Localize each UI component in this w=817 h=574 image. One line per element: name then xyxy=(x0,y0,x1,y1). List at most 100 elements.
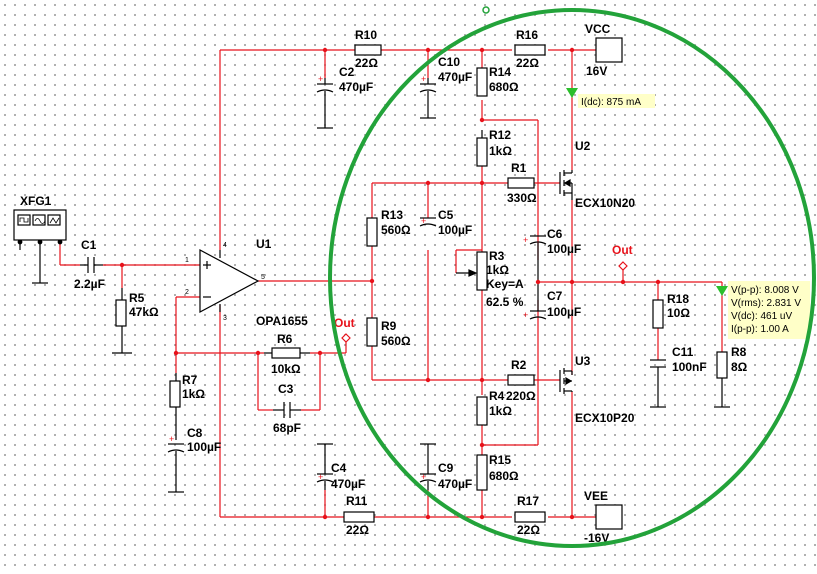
label-c5-name: C5 xyxy=(438,208,454,222)
probe-box[interactable] xyxy=(578,94,655,108)
resistor-r1 xyxy=(507,177,535,189)
label-r14-value: 680Ω xyxy=(489,80,519,94)
probe-output: V(p-p): 8.008 V V(rms): 2.831 V V(dc): 4… xyxy=(716,281,810,339)
label-c2-value: 470µF xyxy=(339,80,373,94)
probe-vcc-current-text: I(dc): 875 mA xyxy=(581,97,641,108)
label-c2-name: C2 xyxy=(339,65,355,79)
probe-output-line-3: V(dc): 461 uV xyxy=(731,311,792,322)
svg-text:+: + xyxy=(421,472,426,482)
capacitor-c4 xyxy=(316,443,334,490)
label-u3-part: ECX10P20 xyxy=(575,411,635,425)
capacitor-c5 xyxy=(419,217,437,227)
resistor-r2 xyxy=(507,374,535,386)
label-r3-setting: 62.5 % xyxy=(486,295,524,309)
label-r1-value: 330Ω xyxy=(507,191,537,205)
net-label-out-left: Out xyxy=(334,316,355,330)
probe-box[interactable] xyxy=(728,281,810,339)
capacitor-c10 xyxy=(419,78,437,119)
net-label-out-right: Out xyxy=(612,243,633,257)
resistor-r8 xyxy=(714,351,730,408)
label-r4-name: R4 xyxy=(489,389,505,403)
label-r5-value: 47kΩ xyxy=(129,305,159,319)
label-c8-name: C8 xyxy=(187,426,203,440)
capacitor-c7 xyxy=(529,282,547,320)
probe-output-line-1: V(p-p): 8.008 V xyxy=(731,285,799,296)
label-r4-value: 220Ω xyxy=(506,389,536,403)
label-u1-name: U1 xyxy=(256,237,272,251)
label-u3-name: U3 xyxy=(575,354,591,368)
net-out-marker-right xyxy=(618,261,628,271)
label-r3-name: R3 xyxy=(489,249,505,263)
label-u1-part: OPA1655 xyxy=(256,314,308,328)
label-c6-value: 100µF xyxy=(547,242,581,256)
resistor-r15 xyxy=(476,454,488,491)
label-c10-value: 470µF xyxy=(438,70,472,84)
label-u1-pin3: 3 xyxy=(223,315,227,322)
label-c4-value: 470µF xyxy=(331,477,365,491)
label-r12-name: R12 xyxy=(489,128,511,142)
label-c5-value: 100µF xyxy=(438,223,472,237)
label-r16-value: 22Ω xyxy=(516,56,539,70)
resistor-r17 xyxy=(514,511,546,523)
opamp-u1 xyxy=(199,248,260,314)
component-labels: XFG1 C1 2.2µF R5 47kΩ U1 OPA1655 1 2 3 4… xyxy=(20,22,748,545)
label-c3-value: 68pF xyxy=(273,421,301,435)
capacitor-c8 xyxy=(167,443,185,493)
label-c9-name: C9 xyxy=(438,461,454,475)
label-c1-name: C1 xyxy=(81,238,97,252)
label-r5-name: R5 xyxy=(129,291,145,305)
label-c7-name: C7 xyxy=(547,289,563,303)
label-r9-name: R9 xyxy=(381,319,397,333)
label-c10-name: C10 xyxy=(438,55,460,69)
svg-text:+: + xyxy=(318,74,323,84)
label-r16-name: R16 xyxy=(516,28,538,42)
probe-arrow-icon xyxy=(716,286,728,296)
label-r3-key: Key=A xyxy=(486,277,524,291)
label-r13-name: R13 xyxy=(381,208,403,222)
capacitor-c6 xyxy=(529,235,547,282)
label-r10-value: 22Ω xyxy=(355,56,378,70)
capacitor-c1 xyxy=(80,257,103,273)
label-r13-value: 560Ω xyxy=(381,223,411,237)
label-vcc-name: VCC xyxy=(585,22,611,36)
label-r18-value: 10Ω xyxy=(667,306,690,320)
label-c11-value: 100nF xyxy=(672,360,707,374)
label-r17-name: R17 xyxy=(517,494,539,508)
label-r7-name: R7 xyxy=(182,373,198,387)
label-r4-value-2: 1kΩ xyxy=(489,404,512,418)
label-r15-value: 680Ω xyxy=(489,469,519,483)
label-xfg1: XFG1 xyxy=(20,194,52,208)
highlight-handle[interactable] xyxy=(482,6,490,14)
svg-text:+: + xyxy=(523,235,528,245)
resistor-r7 xyxy=(169,373,181,440)
label-vcc-value: 16V xyxy=(586,64,607,78)
label-c7-value: 100µF xyxy=(547,305,581,319)
label-u1-pin2: 2 xyxy=(185,289,189,296)
probe-arrow-icon xyxy=(566,88,578,98)
resistor-r10 xyxy=(354,44,382,56)
label-r11-name: R11 xyxy=(346,494,368,508)
resistor-r12 xyxy=(476,130,488,167)
label-r6-value: 10kΩ xyxy=(271,362,301,376)
label-u1-pin5: 5 xyxy=(261,274,265,281)
label-c8-value: 100µF xyxy=(187,440,221,454)
svg-text:+: + xyxy=(169,434,174,444)
label-u2-part: ECX10N20 xyxy=(575,196,635,210)
label-vee-name: VEE xyxy=(584,489,608,503)
capacitor-c9 xyxy=(419,443,437,490)
label-c1-value: 2.2µF xyxy=(74,277,105,291)
mosfet-u3 xyxy=(559,368,573,394)
label-u2-name: U2 xyxy=(575,139,591,153)
vee-source xyxy=(595,504,623,530)
svg-text:+: + xyxy=(318,472,323,482)
label-r8-name: R8 xyxy=(731,345,747,359)
label-r7-value: 1kΩ xyxy=(182,387,205,401)
polarity-marks: + + + + + + + + xyxy=(169,74,528,482)
label-c9-value: 470µF xyxy=(438,477,472,491)
function-generator-xfg1 xyxy=(13,209,67,284)
label-vee-value: -16V xyxy=(584,531,609,545)
mosfet-u2 xyxy=(559,170,573,200)
label-r11-value: 22Ω xyxy=(346,523,369,537)
label-r3-value: 1kΩ xyxy=(486,263,509,277)
